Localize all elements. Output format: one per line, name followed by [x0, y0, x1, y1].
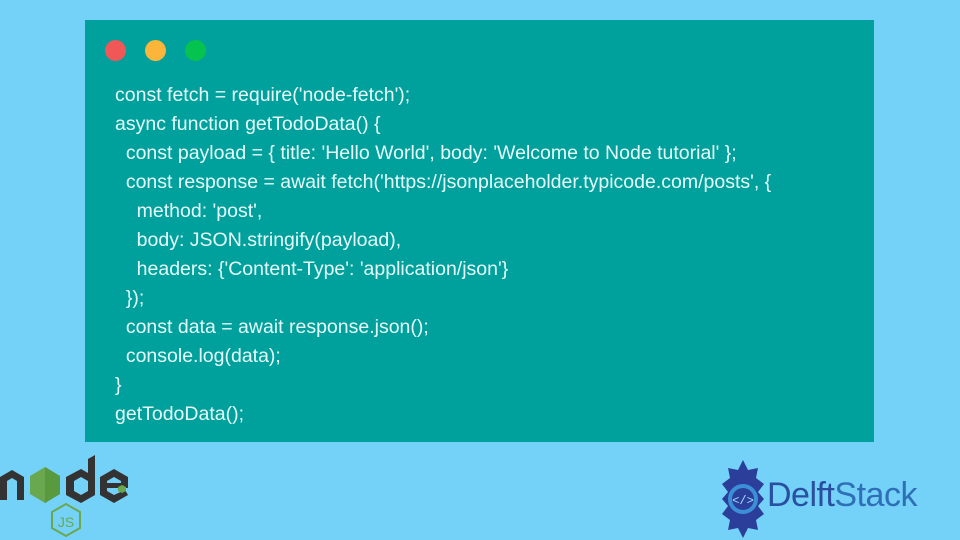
delftstack-logo-icon: </> — [722, 460, 764, 538]
code-line: const response = await fetch('https://js… — [115, 171, 772, 193]
code-line: headers: {'Content-Type': 'application/j… — [115, 258, 509, 280]
code-line: method: 'post', — [115, 200, 263, 222]
svg-text:JS: JS — [58, 514, 74, 530]
code-line: const payload = { title: 'Hello World', … — [115, 142, 737, 164]
delftstack-wordmark: DelftStack — [767, 476, 917, 515]
nodejs-logo: JS — [0, 455, 128, 538]
close-dot-icon — [105, 40, 126, 61]
code-line: }); — [115, 287, 145, 309]
svg-text:</>: </> — [732, 494, 754, 508]
code-line: const fetch = require('node-fetch'); — [115, 84, 411, 106]
code-line: body: JSON.stringify(payload), — [115, 229, 402, 251]
delft-text: Delft — [767, 476, 835, 514]
maximize-dot-icon — [185, 40, 206, 61]
code-line: async function getTodoData() { — [115, 113, 381, 135]
code-line: } — [115, 374, 122, 396]
stack-text: Stack — [834, 476, 917, 514]
minimize-dot-icon — [145, 40, 166, 61]
code-line: const data = await response.json(); — [115, 316, 429, 338]
code-window: const fetch = require('node-fetch'); asyn… — [85, 20, 874, 442]
code-line: console.log(data); — [115, 345, 281, 367]
code-block: const fetch = require('node-fetch'); asyn… — [115, 81, 771, 429]
code-line: getTodoData(); — [115, 403, 244, 425]
